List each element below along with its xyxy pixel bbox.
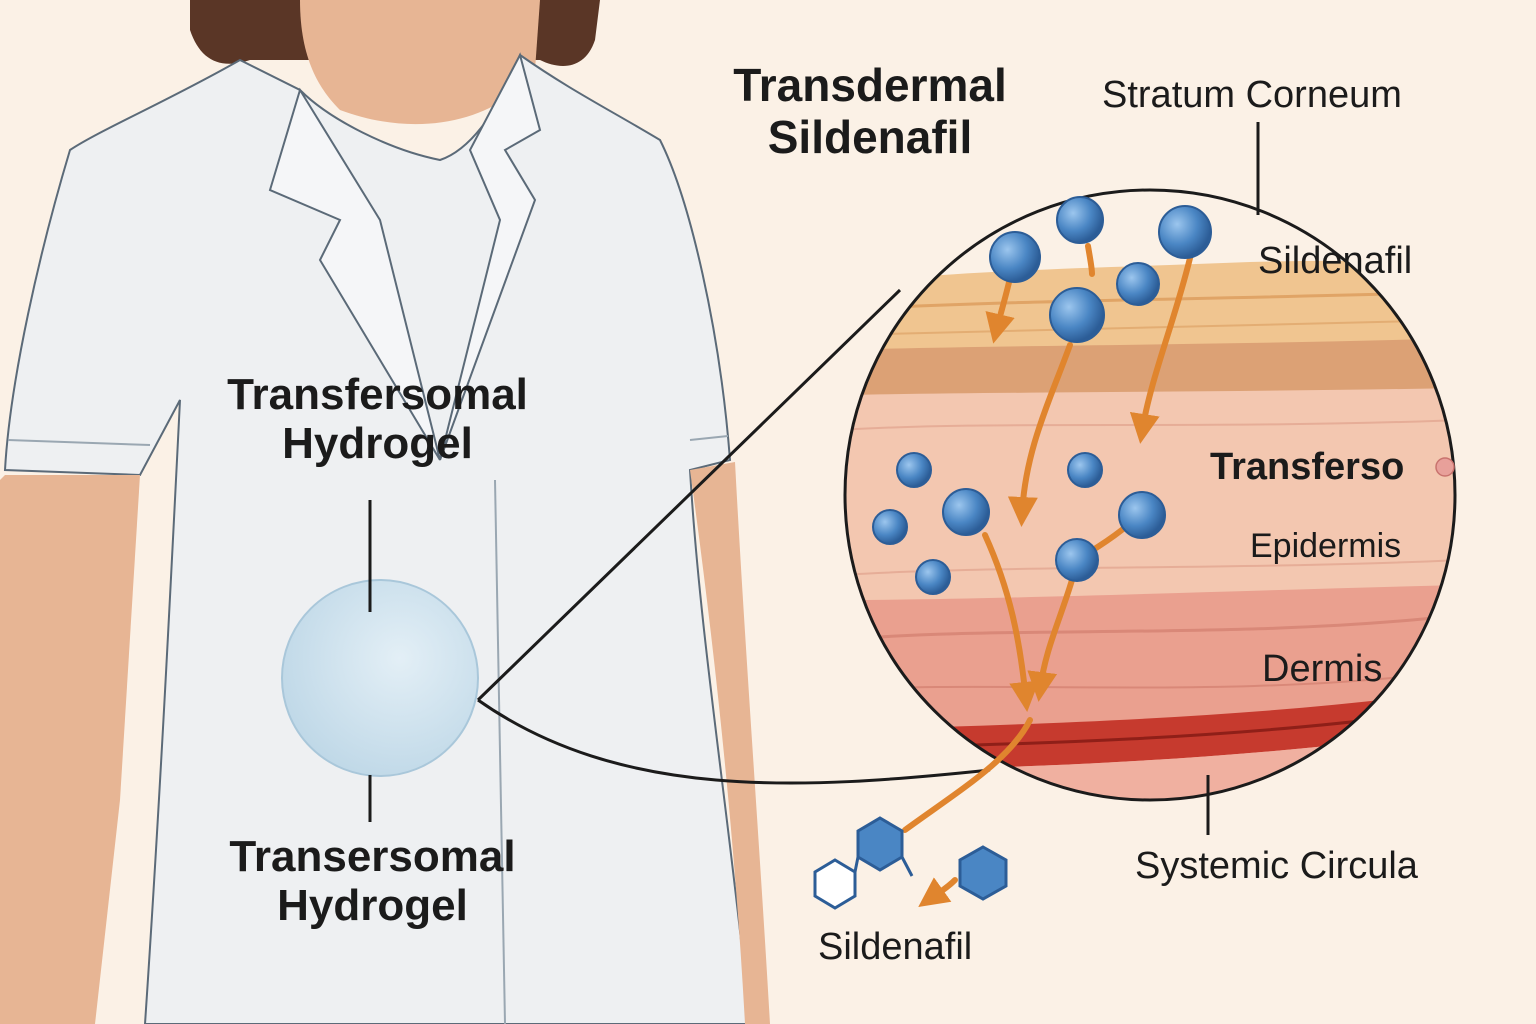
molecule: [942, 488, 990, 536]
arrow-6: [1027, 577, 1075, 702]
coat-placket: [494, 479, 506, 1024]
sildenafil-bottom-label: Sildenafil: [818, 926, 973, 968]
stratum-corneum-label: Stratum Corneum: [1102, 74, 1402, 116]
hexagon-ring: [958, 845, 1008, 901]
zoom-circle-outline: [843, 188, 1457, 802]
patch-label-top: Transfersomal Hydrogel: [185, 370, 570, 469]
title-line-1: Transdermal: [733, 59, 1007, 111]
hexagon-ring: [856, 816, 904, 872]
molecule: [1049, 287, 1105, 343]
molecule: [989, 231, 1041, 283]
patch-label-bottom-line-2: Hydrogel: [277, 881, 468, 931]
arrow-2: [1085, 243, 1095, 277]
lapel-right: [439, 52, 542, 461]
molecule: [1118, 491, 1166, 539]
arm-left: [0, 475, 140, 1024]
sleeve-hem-left: [7, 439, 151, 446]
patch-label-bottom-line-1: Transersomal: [229, 832, 516, 881]
arrow-8: [902, 717, 1033, 833]
blood-vessel: [845, 690, 1455, 770]
person-figure: [0, 0, 770, 1024]
transfersome-molecules: [872, 196, 1212, 595]
molecule: [915, 559, 951, 595]
arrow-3: [1129, 255, 1193, 444]
molecule: [1055, 538, 1099, 582]
hydrogel-patch: [281, 579, 479, 777]
dermis-label: Dermis: [1262, 648, 1383, 690]
title-line-2: Sildenafil: [767, 110, 973, 163]
transferso-dot: [1435, 457, 1455, 477]
molecule: [872, 509, 908, 545]
diagram-title: Transdermal Sildenafil: [700, 59, 1040, 163]
systemic-circulation-label: Systemic Circula: [1135, 845, 1418, 887]
patch-label-top-line-1: Transfersomal: [227, 370, 528, 419]
molecule: [896, 452, 932, 488]
sleeve-hem-right: [689, 435, 729, 441]
sildenafil-top-label: Sildenafil: [1258, 240, 1413, 282]
molecule: [1067, 452, 1103, 488]
arrow-4: [1007, 342, 1073, 527]
patch-label-top-line-2: Hydrogel: [282, 419, 473, 469]
sildenafil-molecule-icon: [813, 816, 1008, 910]
arrow-9: [918, 877, 958, 907]
arm-right: [690, 462, 770, 1024]
patch-label-bottom: Transersomal Hydrogel: [190, 832, 555, 931]
lapel-left: [268, 87, 441, 461]
molecule: [1116, 262, 1160, 306]
molecule: [1056, 196, 1104, 244]
transferso-label: Transferso: [1210, 446, 1405, 488]
epidermis-label: Epidermis: [1250, 527, 1402, 565]
neck: [300, 0, 540, 125]
arrow-1: [985, 275, 1015, 344]
hexagon-ring: [813, 858, 857, 910]
zoom-connector: [476, 288, 991, 785]
arrow-5: [982, 532, 1040, 712]
molecule: [1158, 205, 1212, 259]
